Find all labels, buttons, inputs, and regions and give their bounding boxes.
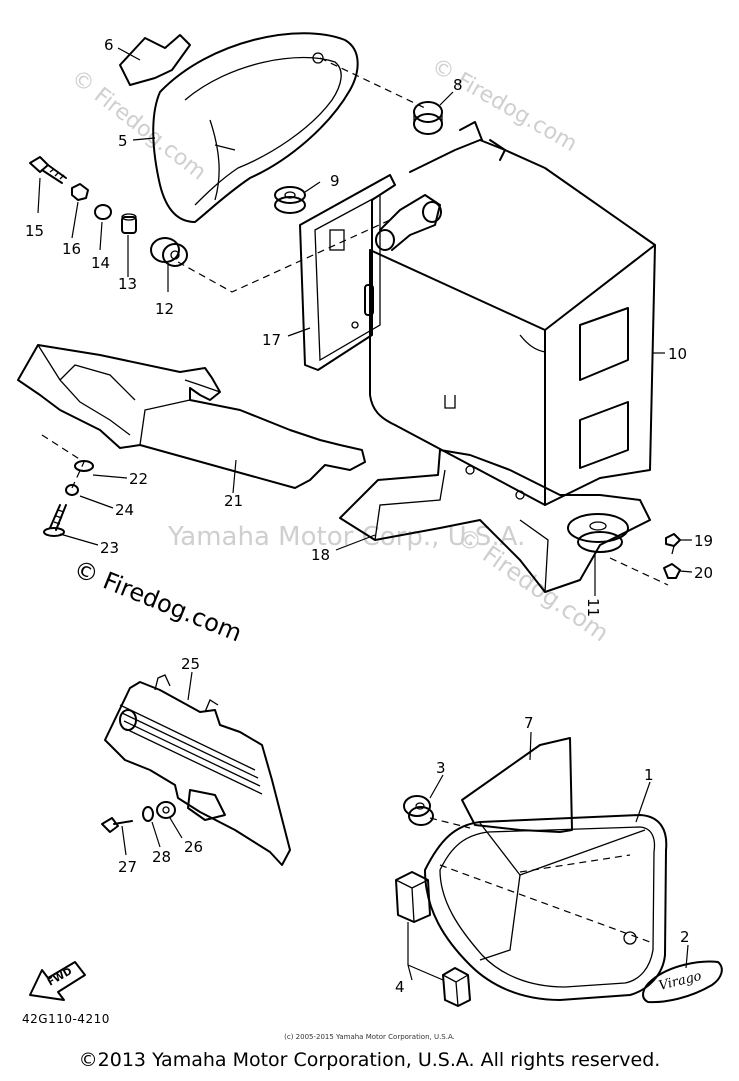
- screw-19: [665, 533, 681, 555]
- callout-16: 16: [62, 240, 81, 258]
- collar-28: [142, 806, 154, 822]
- grommet-8: [413, 101, 443, 135]
- nut-16: [71, 183, 89, 201]
- callout-10: 10: [668, 345, 687, 363]
- watermark-firedog-4: © Firedog.com: [70, 555, 246, 648]
- callout-18: 18: [311, 546, 330, 564]
- callout-24: 24: [115, 501, 134, 519]
- callout-12: 12: [155, 300, 174, 318]
- leader-lines: [37, 47, 693, 981]
- washer-24: [65, 484, 79, 496]
- bolt-23: [43, 504, 67, 537]
- watermark-layer: © Firedog.com © Firedog.com Yamaha Motor…: [66, 54, 614, 648]
- callout-8: 8: [453, 76, 463, 94]
- diagram-code: 42G110-4210: [22, 1012, 110, 1026]
- copyright-footer: ©2013 Yamaha Motor Corporation, U.S.A. A…: [78, 1049, 661, 1071]
- callout-11: 11: [584, 598, 602, 617]
- upper-side-cover: [119, 32, 359, 223]
- collar-13: [121, 213, 137, 234]
- callout-1: 1: [644, 766, 654, 784]
- callout-14: 14: [91, 254, 110, 272]
- callout-9: 9: [330, 172, 340, 190]
- watermark-yamaha: Yamaha Motor Corp., U.S.A.: [167, 522, 525, 552]
- callout-2: 2: [680, 928, 690, 946]
- callout-3: 3: [436, 759, 446, 777]
- callout-27: 27: [118, 858, 137, 876]
- fwd-arrow-icon: FWD: [29, 961, 86, 1001]
- callout-7: 7: [524, 714, 534, 732]
- bolt-15: [29, 156, 67, 184]
- watermark-firedog-2: © Firedog.com: [427, 54, 581, 157]
- callout-15: 15: [25, 222, 44, 240]
- washer-14: [94, 204, 112, 220]
- washer-26: [156, 801, 176, 819]
- callout-13: 13: [118, 275, 137, 293]
- oring-22: [74, 460, 94, 472]
- callout-21: 21: [224, 492, 243, 510]
- pads-4: [395, 871, 471, 1007]
- side-cover-1: [424, 814, 668, 1001]
- callout-28: 28: [152, 848, 171, 866]
- callout-20: 20: [694, 564, 713, 582]
- callout-19: 19: [694, 532, 713, 550]
- grommet-3: [403, 795, 434, 826]
- small-copyright: (c) 2005-2015 Yamaha Motor Corporation, …: [284, 1033, 455, 1041]
- callout-25: 25: [181, 655, 200, 673]
- bracket-18: [339, 449, 651, 593]
- callout-6: 6: [104, 36, 114, 54]
- grommet-12: [150, 237, 188, 267]
- emblem-2: Virago: [642, 960, 723, 1004]
- callout-17: 17: [262, 331, 281, 349]
- callout-labels: 1 2 3 4 5 6 7 8 9 10 11 12 13 14 15 16 1…: [25, 36, 713, 996]
- callout-22: 22: [129, 470, 148, 488]
- callout-4: 4: [395, 978, 405, 996]
- screw-27: [101, 817, 133, 833]
- air-duct-21: [17, 344, 366, 489]
- bracket-17: [299, 174, 396, 371]
- battery-box: [369, 121, 656, 506]
- assembly-lines: [41, 57, 669, 829]
- lower-cover-25: [104, 674, 291, 866]
- washer-26-hole: [162, 806, 170, 814]
- callout-23: 23: [100, 539, 119, 557]
- grommet-9: [274, 186, 306, 214]
- callout-26: 26: [184, 838, 203, 856]
- nut-20: [663, 563, 681, 579]
- callout-5: 5: [118, 132, 128, 150]
- grommet-11: [567, 513, 629, 553]
